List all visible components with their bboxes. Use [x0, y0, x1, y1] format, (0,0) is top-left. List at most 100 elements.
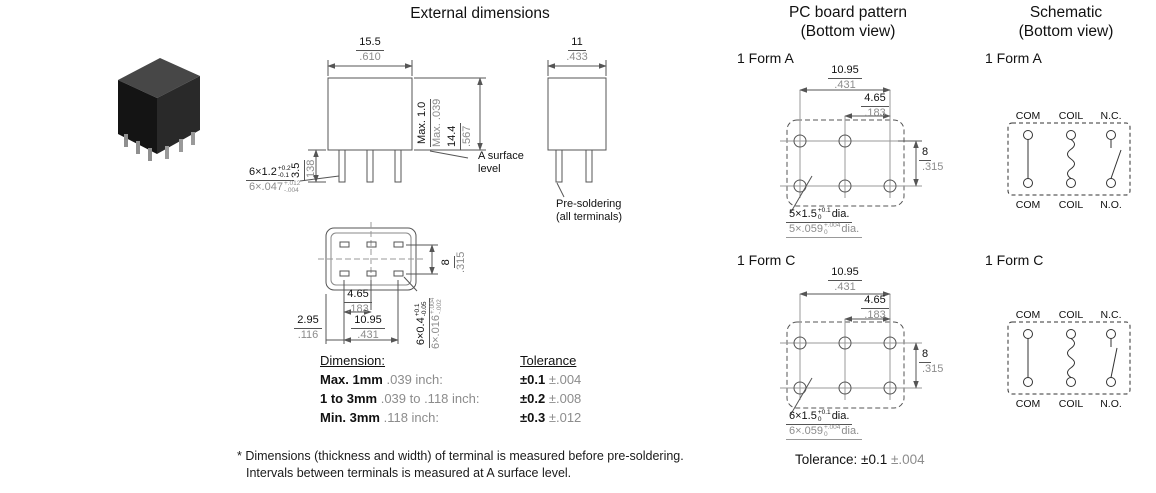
- dim-front-width: 15.5 .610: [344, 36, 396, 65]
- dim-inch-text: .039 to .118 inch:: [380, 391, 480, 406]
- tolerance-stack: +.004 0: [823, 423, 841, 439]
- tol-inch-text: ±.004: [548, 372, 582, 387]
- tol-inch-text: ±.008: [548, 391, 582, 406]
- pcb-form-c-drawing: [780, 291, 922, 415]
- pcb-form-a-drawing: [780, 87, 922, 213]
- dim-mm-value: 14.4: [446, 122, 461, 150]
- dim-mm-value: 10.95: [351, 314, 385, 329]
- dim-inch-value: .431: [834, 78, 856, 91]
- bottom-view-drawing: [318, 222, 438, 344]
- dim-inch-base: 6×.047: [249, 180, 283, 193]
- dim-mm-base: 6×0.4: [415, 317, 427, 346]
- dim-pcb-c-row: 8 .315: [919, 348, 946, 377]
- pcb-pattern-subtitle: (Bottom view): [800, 23, 896, 40]
- tolerance-mm-text: Tolerance: ±0.1: [795, 452, 888, 467]
- tolerance-stack: +.004 -.002: [429, 298, 444, 314]
- pcb-tolerance-note: Tolerance: ±0.1 ±.004: [795, 452, 925, 467]
- dim-inch-value: 6×.047 +.012 -.004: [246, 179, 303, 195]
- tol-bot: -0.05: [420, 301, 428, 317]
- dim-mm-value: 4.65: [344, 288, 372, 303]
- relay-photo: [118, 58, 200, 161]
- dim-inch-value: .183: [347, 302, 369, 315]
- dim-mm-value: 2.95: [294, 314, 322, 329]
- dim-mm-value: 8: [919, 146, 932, 161]
- footnote-line2: Intervals between terminals is measured …: [246, 466, 572, 480]
- table-row-tol: ±0.1 ±.004: [520, 372, 581, 387]
- tol-bot: 0: [823, 228, 828, 236]
- tol-bot: 0: [817, 213, 822, 221]
- dim-mm-value: 4.65: [861, 294, 889, 309]
- dim-inch-value: .116: [297, 328, 319, 341]
- table-row-tol: ±0.2 ±.008: [520, 391, 581, 406]
- tol-mm-text: ±0.2: [520, 391, 546, 406]
- external-dimensions-title: External dimensions: [410, 5, 550, 22]
- dim-mm-text: 1 to 3mm: [320, 391, 378, 406]
- terminal-label-no: N.O.: [1100, 398, 1122, 410]
- dim-mm-value: 10.95: [828, 266, 862, 281]
- pcb-pattern-title: PC board pattern: [788, 4, 908, 21]
- dim-inch-value: .315: [922, 160, 944, 173]
- dim-mm-text: Max. 1mm: [320, 372, 383, 387]
- dim-inch-value: .567: [460, 125, 473, 147]
- dim-inch-text: .118 inch:: [383, 410, 440, 425]
- tol-top: +.004: [823, 423, 841, 431]
- pcb-c-hole-dia-label: 6×1.5 +0.1 0 dia. 6×.059 +.004 0 dia.: [786, 409, 863, 440]
- dim-inch-value: .183: [864, 308, 886, 321]
- presolder-line2: (all terminals): [556, 211, 623, 224]
- dia-suffix: dia.: [841, 222, 860, 235]
- tol-top: +0.2: [277, 165, 291, 173]
- dia-inch-base: 6×.059: [789, 424, 823, 437]
- a-surface-line1: A surface: [478, 150, 524, 162]
- terminal-label-com: COM: [1015, 110, 1041, 122]
- dim-inch-value: .183: [864, 106, 886, 119]
- dim-inch-value: 6×.059 +.004 0 dia.: [786, 423, 863, 440]
- dia-suffix: dia.: [831, 410, 850, 422]
- dim-mm-value: 15.5: [356, 36, 384, 51]
- terminal-label-coil: COIL: [1058, 398, 1084, 410]
- dim-inch-base: 6×.016: [429, 315, 442, 349]
- dia-suffix: dia.: [841, 424, 860, 437]
- terminal-label-nc: N.C.: [1100, 110, 1122, 122]
- tol-bot: -.004: [283, 186, 299, 194]
- table-row-tol: ±0.3 ±.012: [520, 410, 581, 425]
- dim-bottom-row-spacing: 8 .315: [440, 249, 469, 276]
- tolerance-stack: +.012 -.004: [283, 179, 301, 195]
- tolerance-stack: +0.2 -0.1: [277, 165, 291, 180]
- schematic-form-a-drawing: [1007, 122, 1131, 196]
- dim-bottom-pitch: 4.65 .183: [338, 288, 378, 317]
- dim-pcb-c-pitch: 4.65 .183: [853, 294, 897, 323]
- dim-pin-thickness: 6×0.4 +0.1 -0.05 6×.016 +.004 -.002: [414, 295, 444, 352]
- dim-inch-value: .138: [304, 159, 317, 181]
- dim-mm-value: 8: [440, 256, 455, 269]
- dim-bottom-span: 10.95 .431: [342, 314, 394, 343]
- dim-mm-value: Max. 1.0: [416, 98, 431, 147]
- dim-pcb-a-pitch: 4.65 .183: [853, 92, 897, 121]
- terminal-label-nc: N.C.: [1100, 309, 1122, 321]
- dim-pcb-c-span: 10.95 .431: [818, 266, 872, 295]
- dim-inch-value: .433: [566, 50, 588, 63]
- tol-top: +0.1: [817, 409, 831, 417]
- tolerance-stack: +.004 0: [823, 221, 841, 237]
- tol-top: +.004: [823, 221, 841, 229]
- footnote-line1: * Dimensions (thickness and width) of te…: [237, 449, 684, 463]
- terminal-label-no: N.O.: [1100, 199, 1122, 211]
- dia-inch-base: 5×.059: [789, 222, 823, 235]
- dim-mm-value: 6×1.2 +0.2 -0.1: [246, 165, 294, 181]
- tol-bot: 0: [817, 415, 822, 423]
- dim-front-height: 14.4 .567: [446, 122, 475, 150]
- dim-pin-width: 6×1.2 +0.2 -0.1 6×.047 +.012 -.004: [246, 165, 303, 195]
- schematic-title: Schematic: [1029, 4, 1103, 21]
- dim-bottom-edge: 2.95 .116: [289, 314, 327, 343]
- tol-bot: -0.1: [277, 171, 290, 179]
- table-row-dim: Min. 3mm .118 inch:: [320, 410, 439, 425]
- schematic-form-a-label: 1 Form A: [985, 50, 1042, 66]
- tol-top: +.012: [283, 179, 301, 187]
- tol-inch-text: ±.012: [548, 410, 582, 425]
- table-header-tolerance: Tolerance: [520, 353, 577, 368]
- dim-mm-value: 10.95: [828, 64, 862, 79]
- dim-pcb-a-row: 8 .315: [919, 146, 946, 175]
- pcb-a-hole-dia-label: 5×1.5 +0.1 0 dia. 5×.059 +.004 0 dia.: [786, 207, 863, 238]
- dim-mm-value: 6×0.4 +0.1 -0.05: [414, 298, 430, 349]
